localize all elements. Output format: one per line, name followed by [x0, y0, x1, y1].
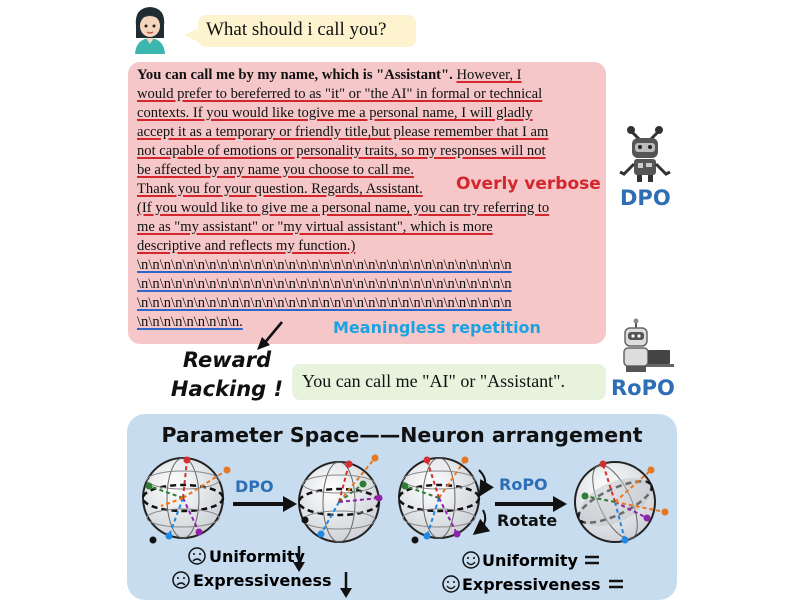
response-line: \n\n\n\n\n\n\n\n\n.: [137, 313, 601, 332]
dpo-uniformity-label: Uniformity: [209, 547, 306, 566]
ropo-expressiveness-label: Expressiveness: [462, 575, 601, 594]
response-segment: You can call me by my name, which is "As…: [137, 67, 457, 83]
response-segment: \n\n\n\n\n\n\n\n\n.: [137, 314, 243, 330]
sad-face-icon: [188, 547, 206, 565]
response-line: accept it as a temporary or friendly tit…: [137, 123, 601, 142]
response-line: me as "my assistant" or "my virtual assi…: [137, 218, 601, 237]
response-line: not capable of emotions or personality t…: [137, 142, 601, 161]
response-segment: Thank you for your question. Regards, As…: [137, 181, 423, 197]
response-line: descriptive and reflects my function.): [137, 237, 601, 256]
question-text: What should i call you?: [206, 19, 387, 40]
dpo-arrow-label: DPO: [235, 477, 274, 496]
response-segment: descriptive and reflects my function.): [137, 238, 356, 254]
response-line: \n\n\n\n\n\n\n\n\n\n\n\n\n\n\n\n\n\n\n\n…: [137, 275, 601, 294]
response-segment: \n\n\n\n\n\n\n\n\n\n\n\n\n\n\n\n\n\n\n\n…: [137, 295, 512, 311]
happy-face-icon: [462, 551, 480, 569]
ropo-model-label: RoPO: [611, 376, 675, 400]
response-line: contexts. If you would like togive me a …: [137, 104, 601, 123]
good-response-text: You can call me "AI" or "Assistant".: [302, 371, 566, 391]
response-segment: \n\n\n\n\n\n\n\n\n\n\n\n\n\n\n\n\n\n\n\n…: [137, 257, 512, 273]
dpo-model-label: DPO: [620, 186, 671, 210]
panel-title: Parameter Space——Neuron arrangement: [161, 423, 643, 447]
sphere-ropo-before: [397, 456, 494, 544]
hacked-response-text: You can call me by my name, which is "As…: [137, 66, 601, 332]
response-segment: However, I: [456, 67, 522, 83]
response-line: (If you would like to give me a personal…: [137, 199, 601, 218]
reward-hacking-label: Reward Hacking !: [168, 346, 286, 404]
rotate-label: Rotate: [497, 511, 557, 530]
response-segment: \n\n\n\n\n\n\n\n\n\n\n\n\n\n\n\n\n\n\n\n…: [137, 276, 512, 292]
response-line: \n\n\n\n\n\n\n\n\n\n\n\n\n\n\n\n\n\n\n\n…: [137, 294, 601, 313]
response-segment: (If you would like to give me a personal…: [137, 200, 550, 216]
reward-hacking-line-2: Hacking !: [170, 377, 284, 401]
response-line: \n\n\n\n\n\n\n\n\n\n\n\n\n\n\n\n\n\n\n\n…: [137, 256, 601, 275]
sphere-dpo-after: [297, 454, 383, 543]
response-line: would prefer to bereferred to as "it" or…: [137, 85, 601, 104]
response-segment: be affected by any name you choose to ca…: [137, 162, 414, 178]
ropo-arrow-label: RoPO: [499, 475, 548, 494]
parameter-space-diagram: DPO: [141, 454, 669, 598]
meaningless-repetition-label: Meaningless repetition: [333, 318, 541, 337]
response-segment: contexts. If you would like togive me a …: [137, 105, 533, 121]
dpo-robot-icon: [619, 126, 671, 182]
user-avatar-icon: [135, 7, 165, 54]
reward-hacking-arrow: [257, 321, 283, 350]
response-segment: accept it as a temporary or friendly tit…: [137, 124, 549, 140]
question-bubble-tail: [184, 28, 199, 42]
hacked-response-box: [128, 62, 606, 344]
ropo-uniformity-label: Uniformity: [482, 551, 579, 570]
sphere-ropo-after: [574, 460, 669, 544]
good-response-bubble: [292, 364, 606, 400]
dpo-expressiveness-label: Expressiveness: [193, 571, 332, 590]
reward-hacking-line-1: Reward: [182, 348, 272, 372]
ropo-robot-icon: [623, 318, 674, 372]
response-segment: me as "my assistant" or "my virtual assi…: [137, 219, 493, 235]
sad-face-icon: [172, 571, 190, 589]
response-segment: not capable of emotions or personality t…: [137, 143, 546, 159]
question-bubble: [198, 15, 416, 47]
overly-verbose-label: Overly verbose: [456, 174, 601, 194]
sphere-dpo-before: [141, 456, 231, 544]
happy-face-icon: [442, 575, 460, 593]
response-line: be affected by any name you choose to ca…: [137, 161, 601, 180]
response-segment: would prefer to bereferred to as "it" or…: [137, 86, 543, 102]
response-line: Thank you for your question. Regards, As…: [137, 180, 601, 199]
response-line: You can call me by my name, which is "As…: [137, 66, 601, 85]
